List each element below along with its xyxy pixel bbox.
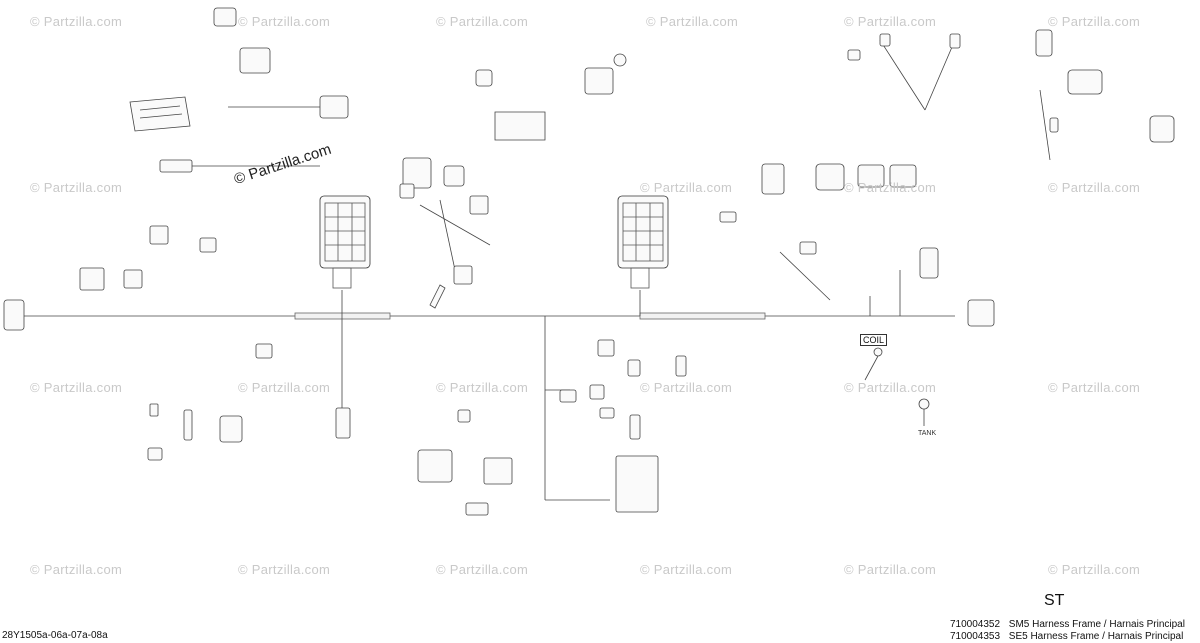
watermark-21: © Partzilla.com — [844, 562, 937, 577]
coil-tag: COIL — [860, 334, 888, 346]
watermark-20: © Partzilla.com — [640, 562, 733, 577]
part-description-2: SE5 Harness Frame / Harnais Principal — [1008, 631, 1184, 642]
watermark-3: © Partzilla.com — [436, 14, 529, 29]
part-line-1: 710004352 SM5 Harness Frame / Harnais Pr… — [950, 619, 1185, 630]
fuse-box-right — [617, 195, 669, 269]
diagram-reference: 28Y1505a-06a-07a-08a — [2, 630, 108, 641]
watermark-15: © Partzilla.com — [844, 380, 937, 395]
watermark-12: © Partzilla.com — [238, 380, 331, 395]
watermark-19: © Partzilla.com — [436, 562, 529, 577]
watermark-8: © Partzilla.com — [640, 180, 733, 195]
watermark-22: © Partzilla.com — [1048, 562, 1141, 577]
ecm-module — [129, 96, 191, 132]
part-line-2: 710004353 SE5 Harness Frame / Harnais Pr… — [950, 631, 1183, 642]
watermark-5: © Partzilla.com — [844, 14, 937, 29]
watermark-17: © Partzilla.com — [30, 562, 123, 577]
watermark-4: © Partzilla.com — [646, 14, 739, 29]
watermark-14: © Partzilla.com — [640, 380, 733, 395]
watermark-1: © Partzilla.com — [30, 14, 123, 29]
fuse-box-left — [319, 195, 371, 269]
tank-label: TANK — [918, 430, 937, 437]
watermark-6: © Partzilla.com — [1048, 14, 1141, 29]
part-description-1: SM5 Harness Frame / Harnais Principal — [1008, 619, 1185, 630]
sheet-code: ST — [1044, 592, 1065, 609]
watermark-16: © Partzilla.com — [1048, 380, 1141, 395]
watermark-13: © Partzilla.com — [436, 380, 529, 395]
part-number-1: 710004352 — [950, 619, 1001, 630]
harness-segment-right — [639, 312, 766, 320]
watermark-18: © Partzilla.com — [238, 562, 331, 577]
part-number-2: 710004353 — [950, 631, 1001, 642]
harness-segment-left — [294, 312, 391, 320]
watermark-2: © Partzilla.com — [238, 14, 331, 29]
watermark-9: © Partzilla.com — [844, 180, 937, 195]
watermark-10: © Partzilla.com — [1048, 180, 1141, 195]
watermark-11: © Partzilla.com — [30, 380, 123, 395]
watermark-7: © Partzilla.com — [30, 180, 123, 195]
